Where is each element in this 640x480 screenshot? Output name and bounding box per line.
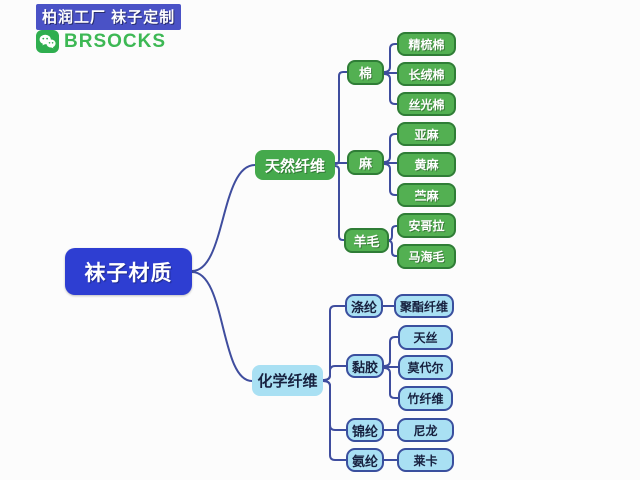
edge-cotton-mercerized — [383, 73, 398, 105]
node-polyamide: 锦纶 — [346, 418, 384, 442]
leaf-lycra: 莱卡 — [397, 448, 454, 472]
brand-name: BRSOCKS — [64, 30, 167, 52]
edge-viscose-tencel — [383, 336, 399, 367]
node-polyester: 涤纶 — [345, 294, 383, 318]
branch-natural-fiber: 天然纤维 — [255, 150, 335, 180]
branch-chemical-fiber: 化学纤维 — [252, 365, 323, 396]
edge-root-natural — [191, 164, 256, 272]
leaf-tencel: 天丝 — [398, 325, 453, 350]
node-root-sock-material: 袜子材质 — [65, 248, 192, 295]
edge-wool-mohair — [388, 240, 398, 257]
leaf-mohair: 马海毛 — [397, 244, 456, 269]
brand-logo-row: BRSOCKS — [36, 30, 166, 53]
leaf-jute: 黄麻 — [397, 152, 456, 177]
edge-root-chemical — [191, 271, 253, 382]
edge-hemp-flax — [383, 133, 398, 163]
edge-wool-angora — [388, 225, 398, 241]
edge-chemical-polyamide — [322, 380, 347, 431]
leaf-bamboo-fiber: 竹纤维 — [398, 386, 453, 411]
leaf-long-staple-cotton: 长绒棉 — [397, 62, 456, 86]
leaf-combed-cotton: 精梳棉 — [397, 32, 456, 56]
leaf-mercerized-cotton: 丝光棉 — [397, 92, 456, 116]
edge-natural-wool — [334, 165, 345, 241]
node-spandex: 氨纶 — [346, 448, 384, 472]
leaf-flax: 亚麻 — [397, 122, 456, 146]
edge-hemp-ramie — [383, 163, 398, 196]
leaf-ramie: 苎麻 — [397, 183, 456, 207]
edge-viscose-bamboo — [383, 367, 399, 399]
node-viscose: 黏胶 — [346, 354, 384, 378]
leaf-angora: 安哥拉 — [397, 213, 456, 238]
leaf-nylon: 尼龙 — [397, 418, 454, 442]
edge-chemical-polyester — [322, 305, 346, 381]
edge-natural-cotton — [334, 71, 348, 165]
edge-cotton-combed — [383, 43, 398, 73]
leaf-modal: 莫代尔 — [398, 355, 453, 380]
node-hemp: 麻 — [347, 150, 384, 175]
leaf-polyester-fiber: 聚酯纤维 — [394, 294, 454, 318]
node-wool: 羊毛 — [344, 228, 389, 253]
watermark-badge: 柏润工厂 袜子定制 — [36, 4, 182, 30]
wechat-icon — [36, 30, 59, 53]
node-cotton: 棉 — [347, 60, 384, 85]
edge-chemical-viscose — [322, 365, 347, 381]
edge-chemical-spandex — [322, 380, 347, 461]
